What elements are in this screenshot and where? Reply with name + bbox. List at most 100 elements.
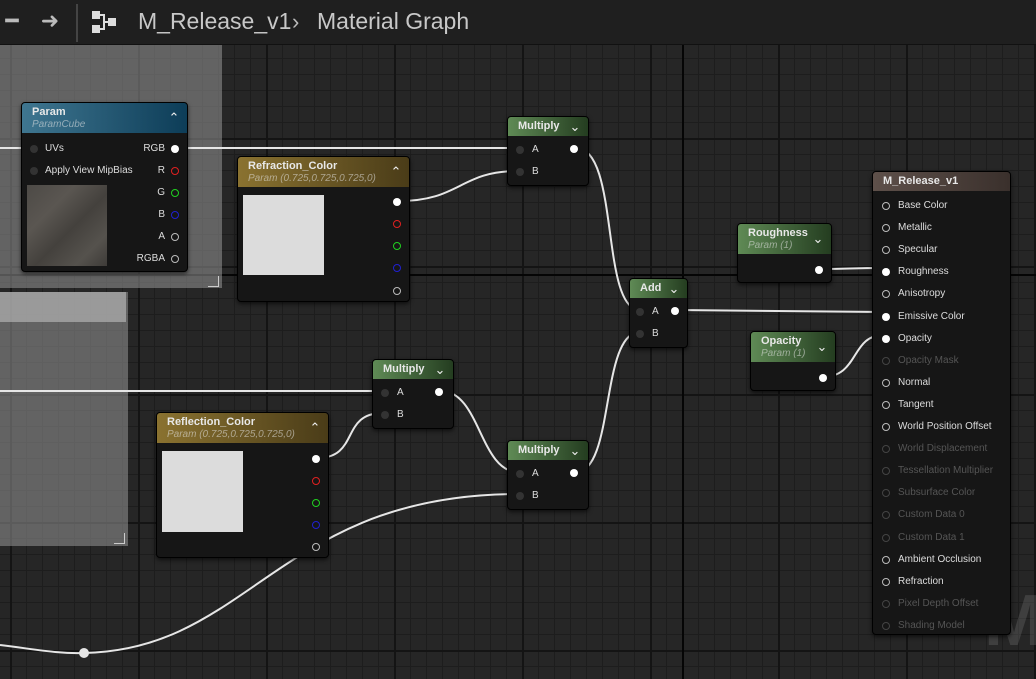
node-multiply-bottom[interactable]: Multiply ⌄ A B <box>507 440 589 510</box>
color-swatch[interactable] <box>243 195 324 275</box>
node-header[interactable]: M_Release_v1 <box>873 172 1010 191</box>
input-pin-base-color[interactable] <box>882 202 890 210</box>
output-pin-a[interactable] <box>171 233 179 241</box>
input-pin-b[interactable] <box>381 411 389 419</box>
output-pin-b[interactable] <box>171 211 179 219</box>
material-pin-label: Roughness <box>898 266 949 278</box>
comment-box-bottom[interactable] <box>0 292 128 546</box>
input-pin-opacity-mask[interactable] <box>882 356 890 365</box>
input-pin-anisotropy[interactable] <box>882 290 890 299</box>
node-header[interactable]: Multiply ⌄ <box>508 117 588 136</box>
input-pin-custom-data-1[interactable] <box>882 533 890 542</box>
input-pin-b[interactable] <box>516 492 524 500</box>
output-pin-g[interactable] <box>312 499 320 507</box>
node-header[interactable]: Add ⌄ <box>630 279 687 298</box>
output-pin-b[interactable] <box>393 264 401 272</box>
chevron-up-icon[interactable]: ⌃ <box>168 110 180 125</box>
input-pin-opacity[interactable] <box>882 334 890 343</box>
comment-title-bar[interactable] <box>0 292 126 322</box>
node-multiply-mid[interactable]: Multiply ⌄ A B <box>372 359 454 429</box>
node-title: Param <box>32 106 66 118</box>
output-pin-rgba[interactable] <box>171 255 179 263</box>
chevron-down-icon[interactable]: ⌄ <box>569 118 581 134</box>
node-param-cube[interactable]: Param ParamCube ⌃ UVs Apply View MipBias… <box>21 102 188 272</box>
input-pin-a[interactable] <box>516 470 524 478</box>
node-multiply-top[interactable]: Multiply ⌄ A B <box>507 116 589 186</box>
chevron-down-icon[interactable]: ⌄ <box>812 231 824 246</box>
node-opacity-param[interactable]: Opacity Param (1) ⌄ <box>750 331 836 391</box>
output-pin-a[interactable] <box>312 543 320 551</box>
output-pin[interactable] <box>671 307 679 315</box>
input-pin-tangent[interactable] <box>882 400 890 409</box>
pin-label: RGBA <box>136 253 165 264</box>
input-pin-specular[interactable] <box>882 246 890 255</box>
output-pin-b[interactable] <box>312 521 320 529</box>
input-pin-pixel-depth-offset[interactable] <box>882 599 890 608</box>
input-pin-ambient-occlusion[interactable] <box>882 555 890 564</box>
node-header[interactable]: Param ParamCube ⌃ <box>22 103 187 133</box>
node-subtitle: ParamCube <box>32 119 86 130</box>
output-pin-r[interactable] <box>171 167 179 175</box>
node-header[interactable]: Multiply ⌄ <box>373 360 453 379</box>
output-pin-g[interactable] <box>393 242 401 250</box>
input-pin-world-displacement[interactable] <box>882 445 890 454</box>
chevron-down-icon[interactable]: ⌄ <box>569 442 581 458</box>
pin-label: B <box>532 490 539 501</box>
input-pin-a[interactable] <box>381 389 389 397</box>
node-roughness-param[interactable]: Roughness Param (1) ⌄ <box>737 223 832 283</box>
node-reflection-color[interactable]: Reflection_Color Param (0.725,0.725,0.72… <box>156 412 329 558</box>
material-pin-label: Normal <box>898 376 931 388</box>
node-header[interactable]: Roughness Param (1) ⌄ <box>738 224 831 254</box>
input-pin-tessellation-multiplier[interactable] <box>882 467 890 476</box>
input-pin-a[interactable] <box>636 308 644 316</box>
chevron-up-icon[interactable]: ⌃ <box>390 164 402 179</box>
input-pin-metallic[interactable] <box>882 224 890 233</box>
input-pin-uvs[interactable] <box>30 145 38 153</box>
output-pin-rgb[interactable] <box>171 145 179 153</box>
node-header[interactable]: Reflection_Color Param (0.725,0.725,0.72… <box>157 413 328 443</box>
pin-label: G <box>157 187 165 198</box>
node-subtitle: Param (1) <box>761 348 806 359</box>
input-pin-normal[interactable] <box>882 378 890 387</box>
node-header[interactable]: Opacity Param (1) ⌄ <box>751 332 835 362</box>
input-pin-roughness[interactable] <box>882 268 890 277</box>
output-pin[interactable] <box>819 374 827 382</box>
output-pin-g[interactable] <box>171 189 179 197</box>
input-pin-emissive-color[interactable] <box>882 312 890 321</box>
input-pin-custom-data-0[interactable] <box>882 511 890 520</box>
output-pin[interactable] <box>435 388 443 396</box>
output-pin-rgb[interactable] <box>312 455 320 463</box>
input-pin-a[interactable] <box>516 146 524 154</box>
comment-resize-handle[interactable] <box>114 533 125 544</box>
output-pin[interactable] <box>570 145 578 153</box>
forward-arrow-icon[interactable]: ➜ <box>40 8 60 33</box>
output-pin-rgb[interactable] <box>393 198 401 206</box>
chevron-down-icon[interactable]: ⌄ <box>816 339 828 354</box>
node-refraction-color[interactable]: Refraction_Color Param (0.725,0.725,0.72… <box>237 156 410 302</box>
input-pin-b[interactable] <box>636 330 644 338</box>
output-pin[interactable] <box>570 469 578 477</box>
chevron-down-icon[interactable]: ⌄ <box>434 361 446 377</box>
input-pin-shading-model[interactable] <box>882 621 890 630</box>
node-header[interactable]: Refraction_Color Param (0.725,0.725,0.72… <box>238 157 409 187</box>
output-pin[interactable] <box>815 266 823 274</box>
node-header[interactable]: Multiply ⌄ <box>508 441 588 460</box>
input-pin-world-position-offset[interactable] <box>882 423 890 431</box>
node-add[interactable]: Add ⌄ A B <box>629 278 688 348</box>
color-swatch[interactable] <box>162 451 243 532</box>
input-pin-b[interactable] <box>516 168 524 176</box>
output-pin-r[interactable] <box>393 220 401 228</box>
breadcrumb-asset[interactable]: M_Release_v1 <box>138 8 292 34</box>
node-title: Add <box>640 282 662 294</box>
reroute-node[interactable] <box>79 648 89 658</box>
input-pin-refraction[interactable] <box>882 577 890 586</box>
back-arrow-icon[interactable]: ━ <box>5 8 19 33</box>
chevron-up-icon[interactable]: ⌃ <box>309 420 321 435</box>
output-pin-a[interactable] <box>393 287 401 295</box>
output-pin-r[interactable] <box>312 477 320 485</box>
comment-resize-handle[interactable] <box>208 276 219 287</box>
input-pin-mipbias[interactable] <box>30 167 38 175</box>
chevron-down-icon[interactable]: ⌄ <box>668 280 680 296</box>
input-pin-subsurface-color[interactable] <box>882 489 890 498</box>
